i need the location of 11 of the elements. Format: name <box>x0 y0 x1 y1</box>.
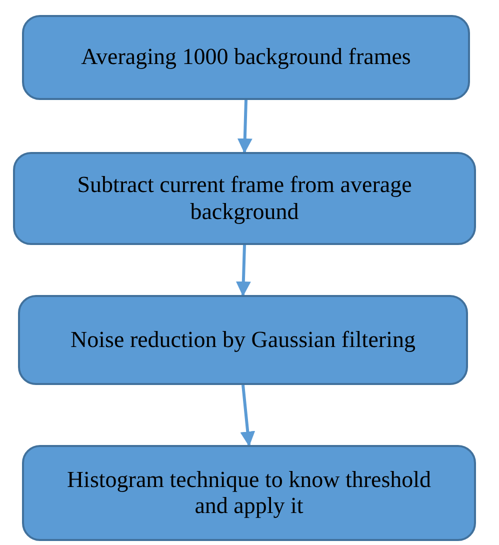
step-text: Averaging 1000 background frames <box>80 44 412 71</box>
process-box <box>18 295 468 385</box>
process-box <box>22 15 470 100</box>
step-text: Noise reduction by Gaussian filtering <box>70 326 416 354</box>
process-box <box>13 152 476 245</box>
arrow <box>240 384 256 446</box>
process-box <box>22 445 476 541</box>
step-text: Histogram technique to know threshold and apply it <box>66 466 432 520</box>
step-text: Subtract current frame from average background <box>76 172 413 225</box>
arrow <box>237 100 252 154</box>
arrow <box>236 244 251 296</box>
